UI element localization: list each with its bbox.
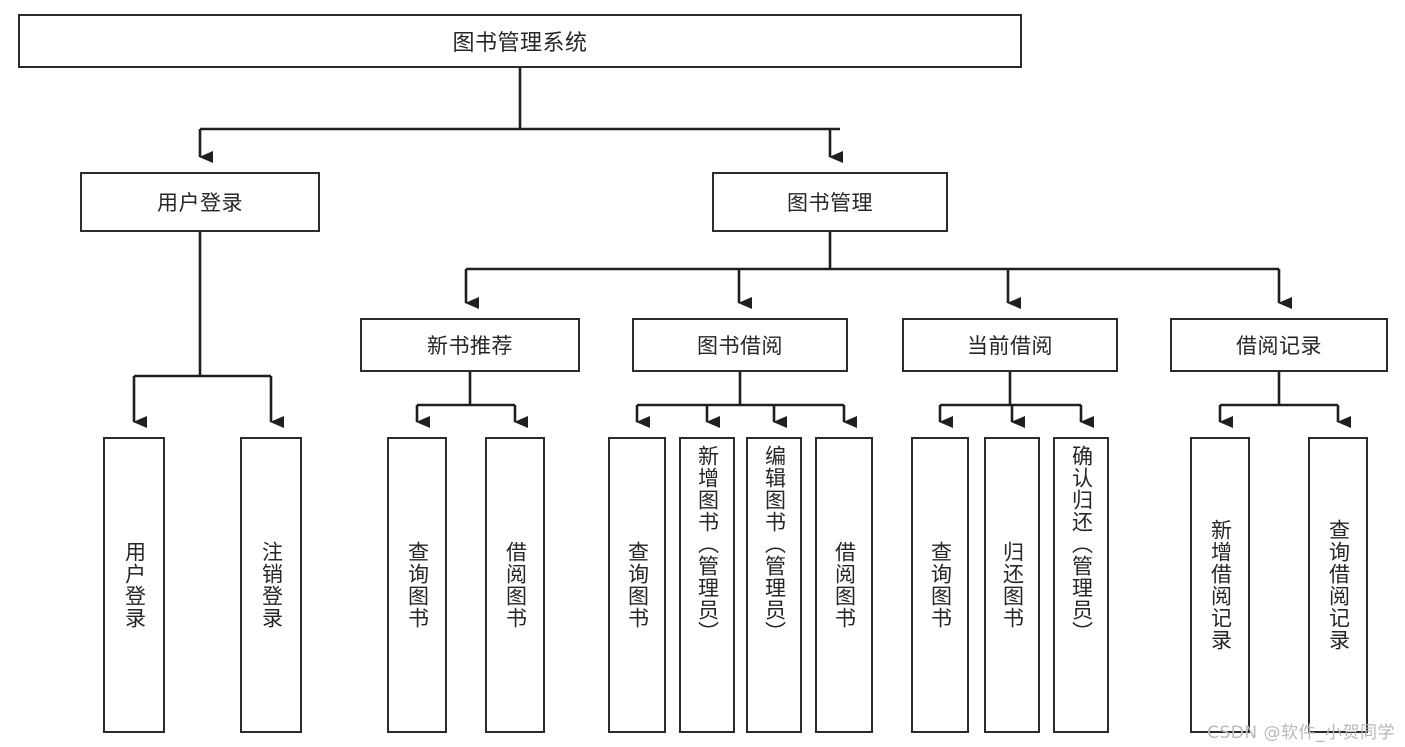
node-root-label: 图书管理系统 [452, 31, 588, 56]
node-new-book-rec-label: 新书推荐 [427, 334, 513, 358]
leaf-confirm-return[interactable]: 确认归还（管理员） [1053, 437, 1109, 733]
node-borrow-record-label: 借阅记录 [1236, 334, 1322, 358]
leaf-add-book-label: 新增图书（管理员） [695, 445, 720, 643]
node-user-login[interactable]: 用户登录 [80, 172, 320, 232]
leaf-user-login[interactable]: 用户登录 [103, 437, 165, 733]
leaf-query-record[interactable]: 查询借阅记录 [1308, 437, 1368, 733]
leaf-user-login-label: 用户登录 [122, 541, 147, 629]
leaf-return-book-label: 归还图书 [1000, 541, 1025, 629]
node-new-book-rec[interactable]: 新书推荐 [360, 318, 580, 372]
leaf-query-book-rec[interactable]: 查询图书 [387, 437, 447, 733]
leaf-borrow-book-label: 借阅图书 [832, 541, 857, 629]
leaf-logout[interactable]: 注销登录 [240, 437, 302, 733]
leaf-borrow-book-rec-label: 借阅图书 [503, 541, 528, 629]
node-book-manage[interactable]: 图书管理 [712, 172, 948, 232]
node-book-manage-label: 图书管理 [787, 191, 873, 215]
leaf-return-book[interactable]: 归还图书 [984, 437, 1040, 733]
leaf-borrow-book-rec[interactable]: 借阅图书 [485, 437, 545, 733]
leaf-add-record-label: 新增借阅记录 [1208, 519, 1233, 651]
leaf-add-record[interactable]: 新增借阅记录 [1190, 437, 1250, 733]
leaf-edit-book[interactable]: 编辑图书（管理员） [746, 437, 802, 733]
leaf-query-book-cur[interactable]: 查询图书 [911, 437, 969, 733]
node-current-borrow[interactable]: 当前借阅 [902, 318, 1118, 372]
node-current-borrow-label: 当前借阅 [967, 334, 1053, 358]
leaf-edit-book-label: 编辑图书（管理员） [762, 445, 787, 643]
leaf-query-book-borrow-label: 查询图书 [625, 541, 650, 629]
node-borrow-record[interactable]: 借阅记录 [1170, 318, 1388, 372]
leaf-logout-label: 注销登录 [259, 541, 284, 629]
node-book-borrow-label: 图书借阅 [697, 334, 783, 358]
leaf-confirm-return-label: 确认归还（管理员） [1069, 445, 1094, 643]
node-book-borrow[interactable]: 图书借阅 [632, 318, 848, 372]
leaf-query-book-borrow[interactable]: 查询图书 [608, 437, 666, 733]
node-user-login-label: 用户登录 [157, 191, 243, 215]
leaf-add-book[interactable]: 新增图书（管理员） [679, 437, 735, 733]
node-root[interactable]: 图书管理系统 [18, 14, 1022, 68]
leaf-query-book-cur-label: 查询图书 [928, 541, 953, 629]
leaf-query-book-rec-label: 查询图书 [405, 541, 430, 629]
csdn-watermark: CSDN @软件_小贺同学 [1207, 723, 1395, 743]
leaf-query-record-label: 查询借阅记录 [1326, 519, 1351, 651]
leaf-borrow-book[interactable]: 借阅图书 [815, 437, 873, 733]
